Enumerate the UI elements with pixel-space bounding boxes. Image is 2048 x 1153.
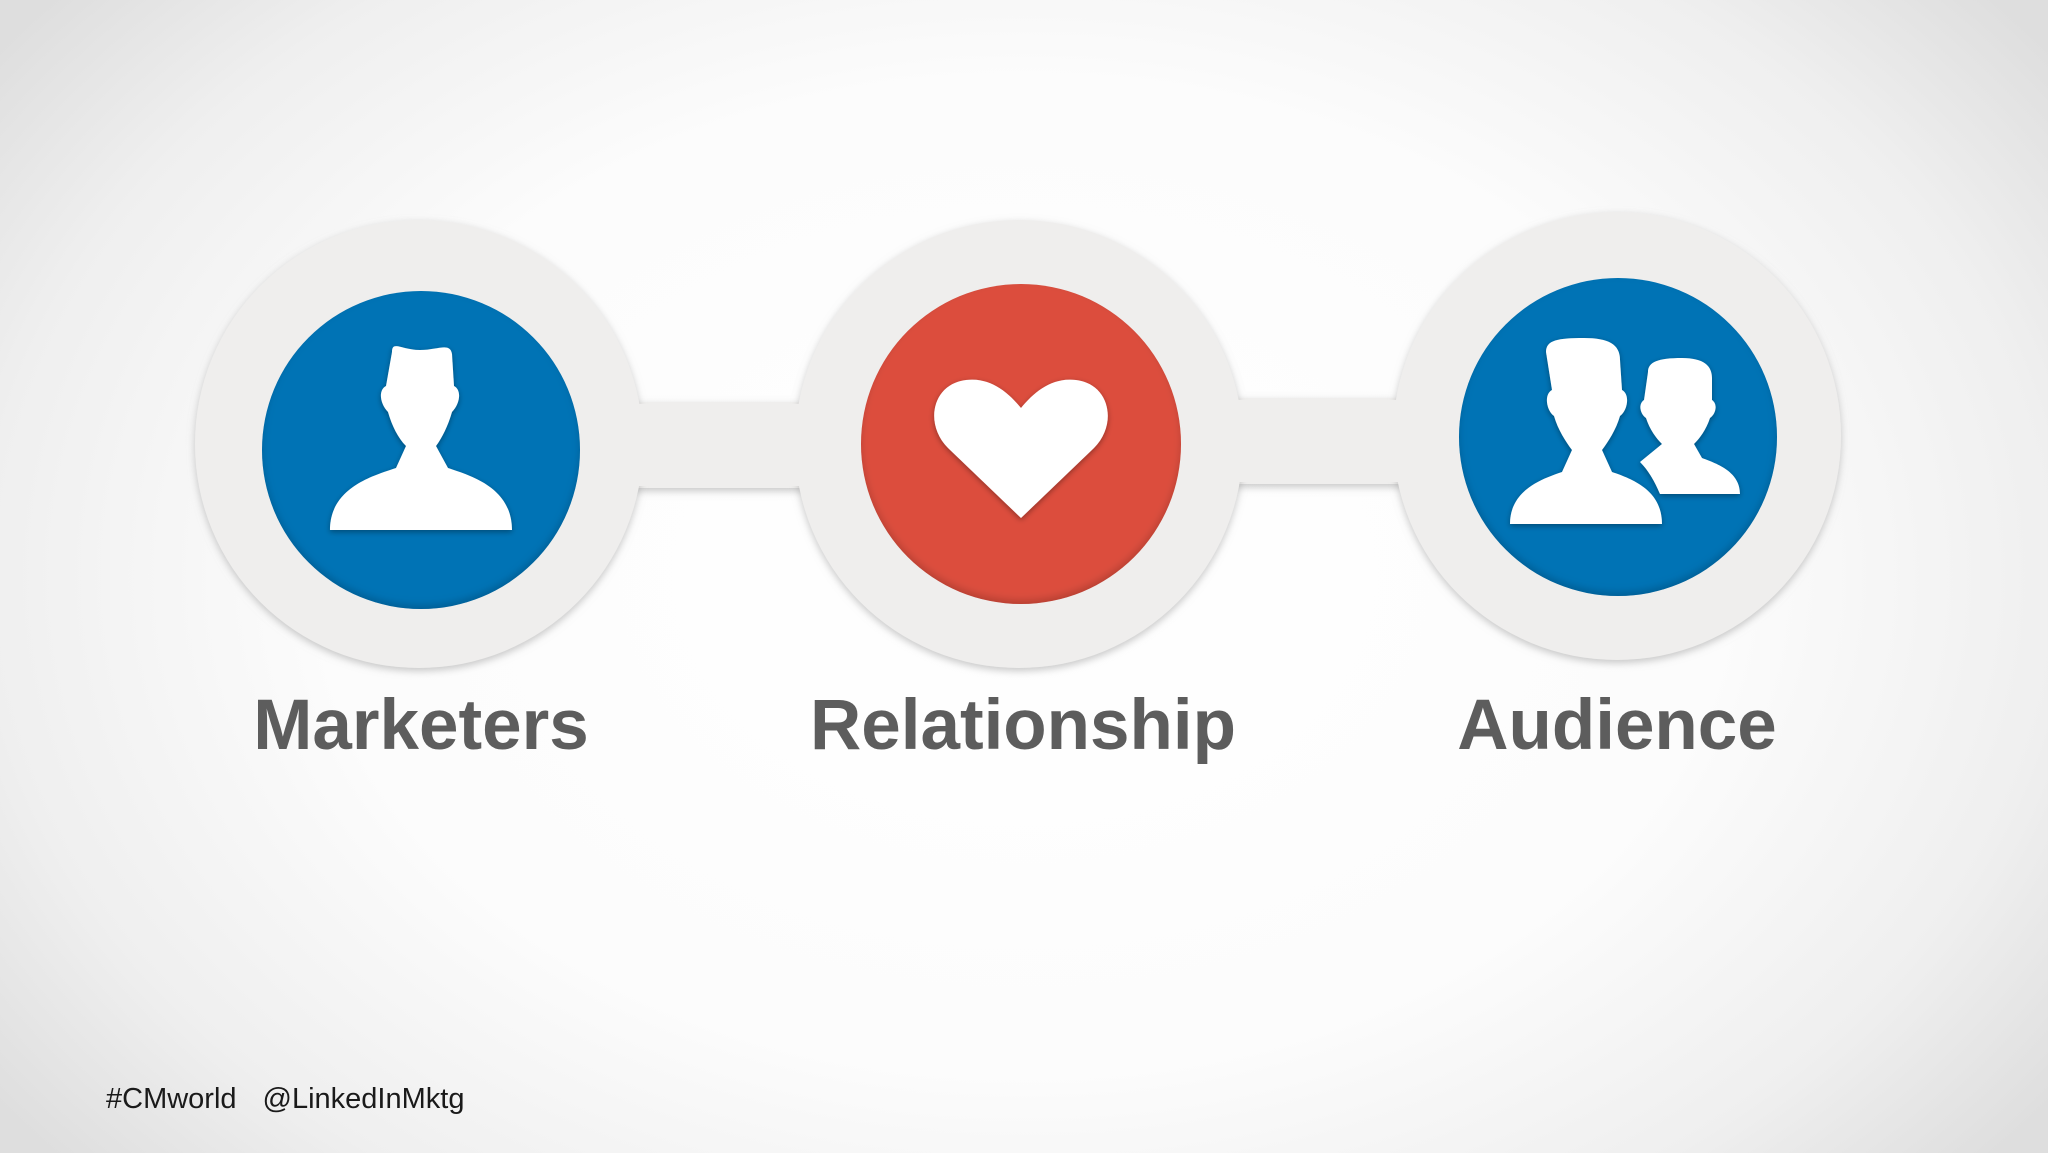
footer: #CMworld @LinkedInMktg bbox=[106, 1083, 464, 1116]
audience-circle bbox=[1459, 278, 1777, 596]
node-audience bbox=[1459, 278, 1777, 596]
person-icon bbox=[330, 346, 512, 530]
footer-hashtag: #CMworld bbox=[106, 1083, 237, 1115]
heart-icon bbox=[934, 379, 1108, 518]
label-relationship: Relationship bbox=[809, 686, 1237, 765]
label-marketers: Marketers bbox=[253, 686, 589, 765]
group-icon bbox=[1510, 338, 1740, 524]
footer-handle: @LinkedInMktg bbox=[262, 1083, 465, 1115]
label-audience: Audience bbox=[1457, 686, 1777, 765]
